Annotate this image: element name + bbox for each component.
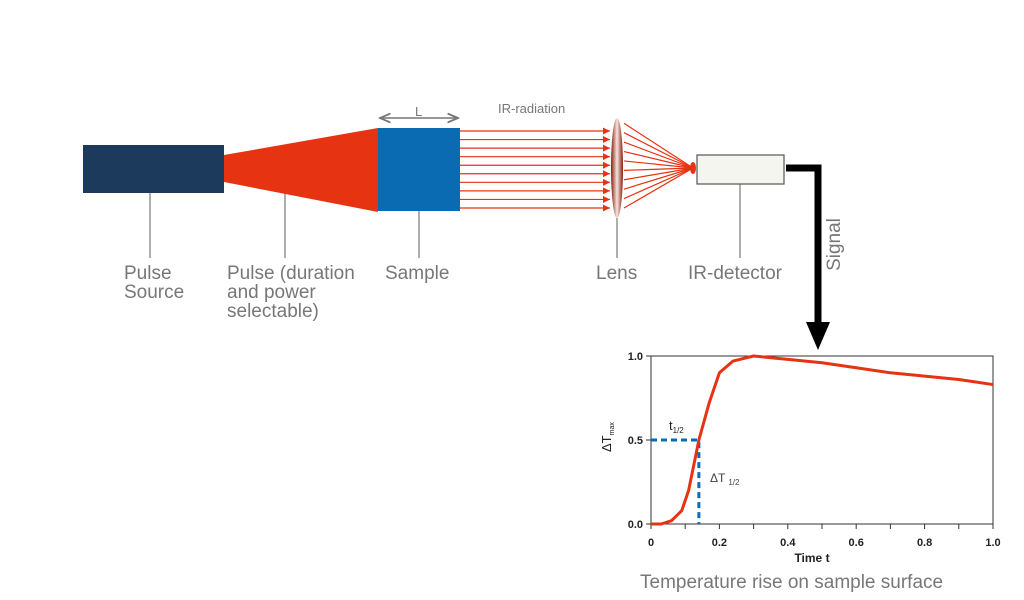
- length-label: L: [415, 104, 423, 119]
- focused-ray: [623, 141, 694, 169]
- x-tick-label: 0: [648, 537, 654, 549]
- focused-ray: [623, 167, 694, 190]
- pulse-label: Pulse (duration and power selectable): [227, 263, 355, 322]
- focused-ray: [623, 132, 694, 169]
- half-time-dashed-line: [651, 438, 701, 524]
- signal-arrow-icon: [806, 322, 830, 350]
- x-tick-label: 0.6: [849, 537, 864, 549]
- sample-label: Sample: [385, 263, 450, 284]
- sample: [378, 128, 460, 211]
- x-tick-label: 0.4: [780, 537, 796, 549]
- focus-point: [690, 162, 696, 174]
- x-tick-label: 0.8: [917, 537, 932, 549]
- focused-ray: [623, 122, 694, 169]
- t-half-label: t1/2: [669, 418, 684, 435]
- y-tick-label: 0.0: [628, 519, 643, 531]
- focused-ray: [623, 167, 694, 181]
- focused-ray: [623, 167, 694, 209]
- signal-label: Signal: [823, 218, 845, 271]
- y-tick-label: 1.0: [628, 351, 643, 363]
- pulse-beam: [224, 128, 378, 212]
- pulse-source-label: Pulse Source: [124, 263, 185, 303]
- pulse-source: [83, 145, 224, 193]
- focused-ray: [623, 150, 694, 169]
- x-tick-label: 1.0: [985, 537, 1000, 549]
- t-half-sub: 1/2: [673, 426, 685, 435]
- lens: [611, 118, 623, 218]
- focused-ray: [623, 167, 694, 200]
- x-tick-label: 0.2: [712, 537, 727, 549]
- signal-line: [786, 164, 822, 325]
- ir-detector: [696, 154, 785, 185]
- temperature-curve: [651, 354, 994, 526]
- ir-radiation-label: IR-radiation: [498, 101, 566, 116]
- detector-label: IR-detector: [688, 263, 782, 284]
- y-axis-label-sub: max: [609, 422, 616, 436]
- focused-ray: [623, 160, 694, 169]
- plot-frame: [650, 355, 994, 525]
- lens-label: Lens: [596, 263, 638, 284]
- chart-caption: Temperature rise on sample surface: [640, 572, 944, 593]
- y-tick-label: 0.5: [628, 435, 643, 447]
- y-axis-label: ΔTmax: [599, 422, 616, 452]
- focused-ray: [623, 167, 694, 171]
- dt-half-sub: 1/2: [728, 478, 740, 487]
- ir-rays: [460, 122, 696, 212]
- x-axis-label: Time t: [794, 551, 829, 565]
